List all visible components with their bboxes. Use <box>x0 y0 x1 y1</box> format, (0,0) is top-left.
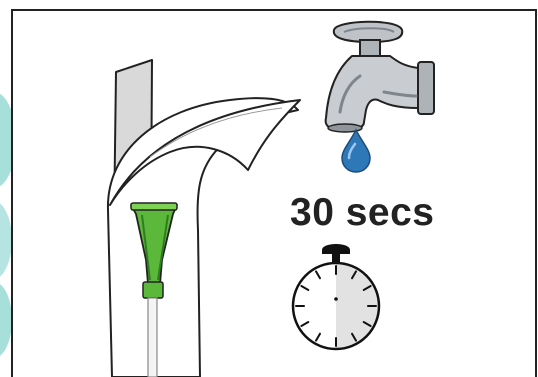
panel-border <box>12 10 536 377</box>
duration-label: 30 secs <box>290 193 434 232</box>
